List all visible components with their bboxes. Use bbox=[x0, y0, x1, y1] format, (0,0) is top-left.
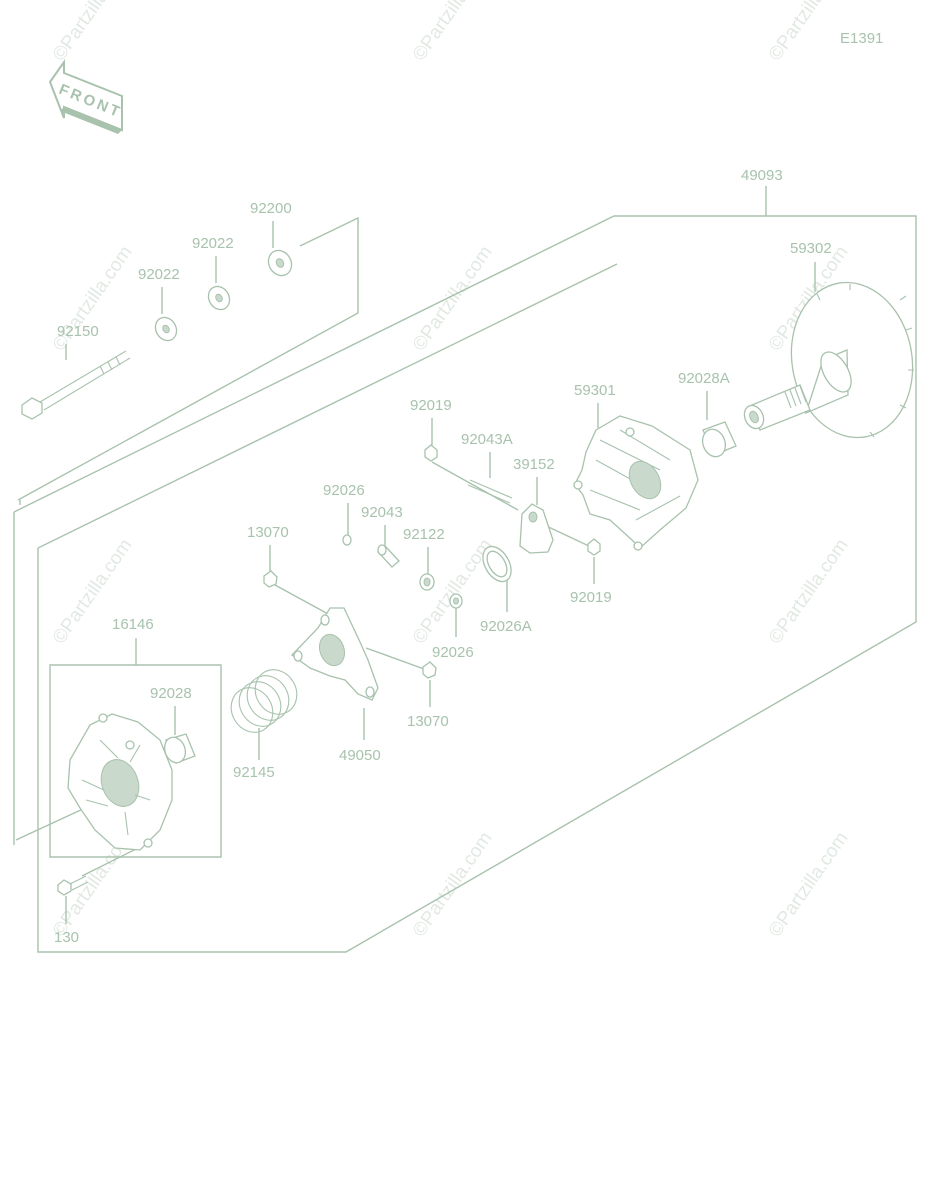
label-92022: 92022 bbox=[138, 266, 180, 283]
pin-92043 bbox=[376, 544, 400, 568]
label-92043A: 92043A bbox=[461, 431, 513, 448]
label-16146: 16146 bbox=[112, 616, 154, 633]
roller-13070-a bbox=[263, 570, 278, 588]
label-59302: 59302 bbox=[790, 240, 832, 257]
watermark: ©Partzilla.com bbox=[409, 0, 497, 65]
washer-92022-b bbox=[154, 316, 178, 342]
nut-92019-b bbox=[587, 538, 601, 556]
bushing-92028 bbox=[163, 733, 196, 764]
assembly-frame-49093 bbox=[13, 215, 917, 953]
spring-92145 bbox=[230, 669, 298, 733]
diagram-code: E1391 bbox=[840, 30, 883, 47]
label-49093: 49093 bbox=[741, 167, 783, 184]
label-92145: 92145 bbox=[233, 764, 275, 781]
cover-16146 bbox=[67, 713, 173, 851]
fixed-sheave-59302 bbox=[743, 281, 914, 439]
label-130: 130 bbox=[54, 929, 79, 946]
label-92200: 92200 bbox=[250, 200, 292, 217]
nut-92019-a bbox=[424, 444, 438, 462]
collar-92122 bbox=[419, 573, 435, 591]
spider-49050 bbox=[291, 607, 379, 701]
washer-92026-b bbox=[449, 593, 463, 609]
label-92026A: 92026A bbox=[480, 618, 532, 635]
roller-13070-b bbox=[422, 661, 437, 679]
label-92028: 92028 bbox=[150, 685, 192, 702]
bushing-92028A bbox=[701, 421, 737, 458]
label-92019: 92019 bbox=[410, 397, 452, 414]
label-39152: 39152 bbox=[513, 456, 555, 473]
label-13070: 13070 bbox=[407, 713, 449, 730]
front-arrow-icon: FRONT bbox=[48, 58, 125, 134]
label-92122: 92122 bbox=[403, 526, 445, 543]
label-92022: 92022 bbox=[192, 235, 234, 252]
washer-92026A bbox=[482, 545, 512, 583]
label-92150: 92150 bbox=[57, 323, 99, 340]
washer-92200 bbox=[267, 249, 293, 277]
label-92043: 92043 bbox=[361, 504, 403, 521]
label-92019: 92019 bbox=[570, 589, 612, 606]
subframe-16146 bbox=[49, 638, 222, 858]
watermark: ©Partzilla.com bbox=[409, 828, 497, 941]
weight-39152 bbox=[519, 503, 554, 554]
label-92028A: 92028A bbox=[678, 370, 730, 387]
washer-92026-a bbox=[342, 534, 352, 546]
watermark: ©Partzilla.com bbox=[409, 242, 497, 355]
bolt-92150 bbox=[21, 350, 131, 420]
label-13070: 13070 bbox=[247, 524, 289, 541]
watermark: ©Partzilla.com bbox=[765, 535, 853, 648]
label-92026: 92026 bbox=[323, 482, 365, 499]
washer-92022-a bbox=[207, 285, 231, 311]
hardware-bracket bbox=[17, 216, 359, 505]
watermark: ©Partzilla.com bbox=[765, 828, 853, 941]
watermark: ©Partzilla.com bbox=[49, 0, 137, 65]
bolt-130 bbox=[57, 875, 89, 896]
movable-sheave-59301 bbox=[573, 415, 699, 551]
label-92026: 92026 bbox=[432, 644, 474, 661]
label-59301: 59301 bbox=[574, 382, 616, 399]
pin-92043A bbox=[467, 479, 513, 504]
label-49050: 49050 bbox=[339, 747, 381, 764]
